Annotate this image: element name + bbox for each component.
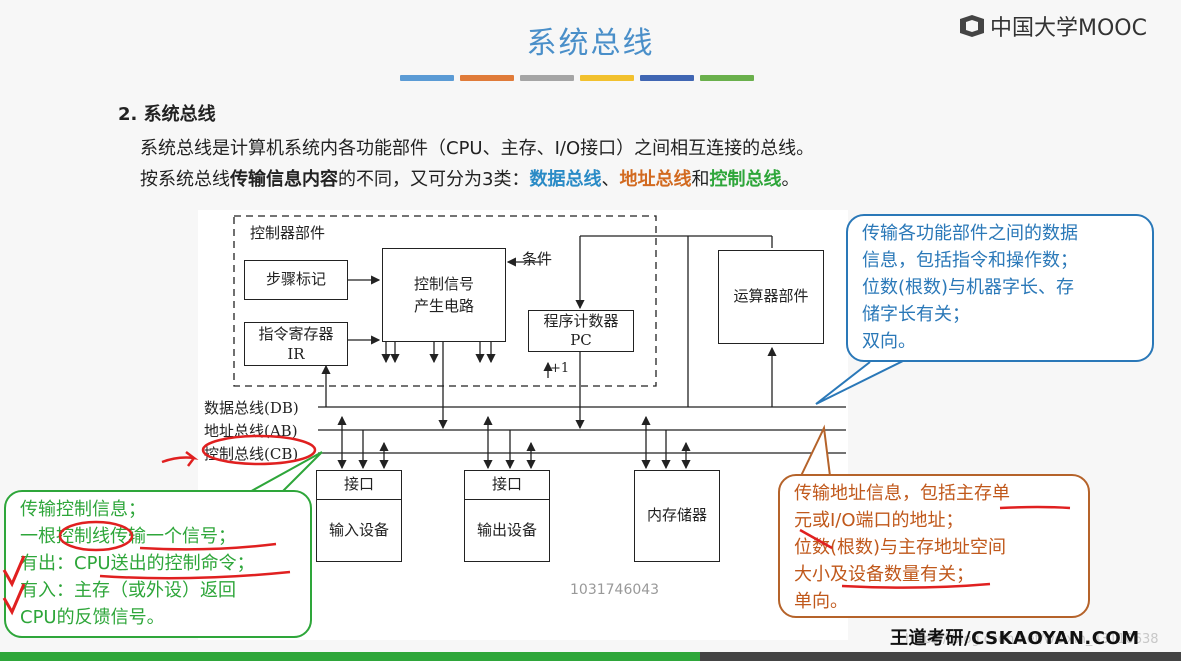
color-bar (580, 75, 634, 81)
callout-line: 储字长有关； (862, 304, 970, 325)
callout-line: 有出：CPU送出的控制命令； (20, 553, 255, 574)
callout-line: 双向。 (862, 331, 916, 352)
ctrl-gen-line2: 产生电路 (413, 297, 474, 315)
watermark: 1031746043 (570, 582, 660, 598)
alu-label: 运算器部件 (733, 287, 809, 305)
green-pointer (245, 451, 323, 495)
red-check-mark (2, 583, 26, 616)
callout-line: 位数(根数)与机器字长、存 (862, 277, 1075, 298)
pc-abbr: PC (570, 331, 592, 349)
color-bar (640, 75, 694, 81)
interface-label: 接口 (465, 471, 549, 500)
red-circle-mark (58, 520, 134, 552)
text-bold: 传输信息内容 (230, 169, 338, 190)
ir-abbr: IR (287, 345, 305, 363)
mooc-logo-text: 中国大学MOOC (990, 16, 1147, 41)
address-bus-term: 地址总线 (619, 169, 692, 190)
text-part: 。 (781, 169, 800, 190)
diagram-lines (233, 215, 846, 470)
slide-title: 系统总线 (526, 26, 655, 61)
mooc-logo-icon (960, 15, 984, 37)
red-check-mark (2, 555, 26, 588)
progress-bar-track (700, 652, 1181, 661)
step-marker-box: 步骤标记 (244, 260, 348, 300)
data-bus-term: 数据总线 (529, 169, 602, 190)
callout-line: 大小及设备数量有关； (794, 564, 974, 585)
red-underline-mark (999, 505, 1071, 510)
red-underline-mark (799, 528, 833, 550)
text-part: 、 (601, 169, 620, 190)
text-part: 按系统总线 (140, 169, 230, 190)
callout-line: 元或I/O端口的地址； (794, 510, 964, 531)
red-underline-mark (99, 570, 291, 580)
ctrl-gen-line1: 控制信号 (413, 275, 474, 293)
callout-line: 位数(根数)与主存地址空间 (794, 537, 1007, 558)
definition-text: 系统总线是计算机系统内各功能部件（CPU、主存、I/O接口）之间相互连接的总线。 (140, 138, 815, 159)
pc-label: 程序计数器 (543, 312, 619, 330)
callout-line: 一根控制线传输一个信号； (20, 526, 236, 547)
memory-label: 内存储器 (646, 506, 707, 524)
red-arrow-mark (161, 451, 199, 467)
callout-line: 单向。 (794, 591, 848, 612)
control-bus-callout: 传输控制信息； 一根控制线传输一个信号； 有出：CPU送出的控制命令； 有入：主… (4, 490, 312, 638)
red-circle-mark (201, 434, 317, 466)
output-device-unit: 接口 输出设备 (464, 470, 550, 562)
controller-label: 控制器部件 (250, 224, 326, 242)
control-bus-label: 控制总线(CB) (204, 445, 299, 463)
callout-line: 传输地址信息，包括主存单 (794, 483, 1010, 504)
red-underline-mark (841, 582, 991, 589)
orange-pointer (799, 424, 831, 479)
color-bar (700, 75, 754, 81)
red-underline-mark (139, 542, 277, 551)
color-bar (400, 75, 454, 81)
data-bus-label: 数据总线(DB) (204, 399, 299, 417)
progress-bar (0, 652, 1181, 661)
text-part: 和 (691, 169, 710, 190)
ir-label: 指令寄存器 (258, 325, 334, 343)
brand-text: 王道考研/CSKAOYAN.COM (890, 628, 1140, 649)
color-bar (460, 75, 514, 81)
color-bar (520, 75, 574, 81)
output-device-label: 输出设备 (476, 521, 537, 539)
mooc-logo: 中国大学MOOC (958, 10, 1147, 42)
memory-box: 内存储器 (634, 470, 720, 562)
text-part: 的不同，又可分为3类： (338, 169, 530, 190)
input-device-label: 输入设备 (328, 521, 389, 539)
input-device-unit: 接口 输入设备 (316, 470, 402, 562)
step-marker-label: 步骤标记 (265, 270, 326, 288)
blog-url: https://blog.csdn.net/weixin_43110638 (905, 632, 1159, 647)
interface-label: 接口 (317, 471, 401, 500)
alu-box: 运算器部件 (718, 250, 824, 344)
callout-line: CPU的反馈信号。 (20, 607, 165, 628)
data-bus-callout: 传输各功能部件之间的数据 信息，包括指令和操作数； 位数(根数)与机器字长、存 … (846, 214, 1154, 362)
classification-text: 按系统总线传输信息内容的不同，又可分为3类：数据总线、地址总线和控制总线。 (140, 165, 799, 191)
control-bus-term: 控制总线 (709, 169, 782, 190)
callout-line: 传输各功能部件之间的数据 (862, 223, 1078, 244)
plus-one-label: +1 (550, 361, 570, 376)
callout-line: 信息，包括指令和操作数； (862, 250, 1078, 271)
condition-label: 条件 (522, 250, 553, 268)
section-heading: 2. 系统总线 (118, 104, 216, 125)
control-signal-generator-box: 控制信号产生电路 (382, 248, 506, 342)
callout-line: 传输控制信息； (20, 499, 146, 520)
blue-pointer (815, 359, 906, 405)
instruction-register-box: 指令寄存器 IR (244, 322, 348, 366)
callout-line: 有入：主存（或外设）返回 (20, 580, 236, 601)
